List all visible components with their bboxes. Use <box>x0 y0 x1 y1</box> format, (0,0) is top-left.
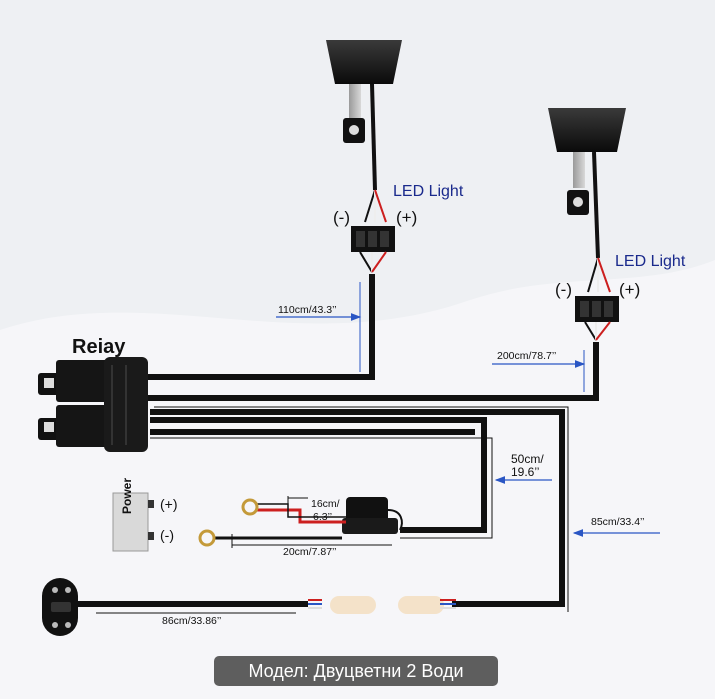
ring-terminal-positive <box>241 498 259 516</box>
battery-pos-length-1: 16cm/ <box>311 498 340 510</box>
led1-cable-length: 110cm/43.3’’ <box>278 304 337 316</box>
rocker-switch <box>42 578 78 636</box>
fuse-cable-length-2: 19.6’’ <box>511 465 540 479</box>
battery-pos-dim <box>287 496 308 504</box>
led-light-2 <box>548 108 626 341</box>
battery-minus: (-) <box>160 527 174 543</box>
relay-label: Reiay <box>72 336 126 358</box>
led-light-2-plus: (+) <box>619 280 641 299</box>
model-caption: Модел: Двуцветни 2 Води <box>214 656 498 686</box>
measure-led1 <box>276 282 362 372</box>
relay-1-body <box>56 360 110 402</box>
led-light-1-mount <box>349 84 361 120</box>
led-light-2-mount <box>573 152 585 188</box>
led2-cable-length: 200cm/78.7’’ <box>497 350 557 362</box>
measure-led2 <box>492 350 586 392</box>
ring-terminal-negative <box>198 529 216 547</box>
led-light-2-label: LED Light <box>615 253 686 270</box>
battery-pos-length-2: 6.3’’ <box>313 511 333 523</box>
battery <box>112 492 154 552</box>
relay <box>38 357 148 452</box>
led-light-1-minus: (-) <box>333 208 350 227</box>
fuse-holder <box>342 497 403 534</box>
battery-negative-lead <box>198 529 392 548</box>
background-shape <box>0 260 715 699</box>
battery-positive-lead <box>241 498 346 524</box>
led-light-2-minus: (-) <box>555 280 572 299</box>
switch-cable-length: 86cm/33.86’’ <box>162 615 222 627</box>
switch-return-length: 85cm/33.4’’ <box>591 516 645 528</box>
battery-neg-length: 20cm/7.87’’ <box>283 546 337 558</box>
led-light-2-housing <box>548 108 626 152</box>
fuse-cable-length-1: 50cm/ <box>511 452 544 466</box>
led-light-1-housing <box>326 40 402 84</box>
led-light-1 <box>326 40 402 273</box>
fuse-body <box>346 497 388 523</box>
battery-body <box>112 492 149 552</box>
battery-plus: (+) <box>160 496 178 512</box>
led-light-1-plus: (+) <box>396 208 418 227</box>
harness-wires <box>72 274 599 607</box>
battery-label: Power <box>120 477 134 514</box>
led-light-1-label: LED Light <box>393 183 464 200</box>
switch-cable-plug <box>308 596 456 614</box>
relay-2-body <box>56 405 110 447</box>
